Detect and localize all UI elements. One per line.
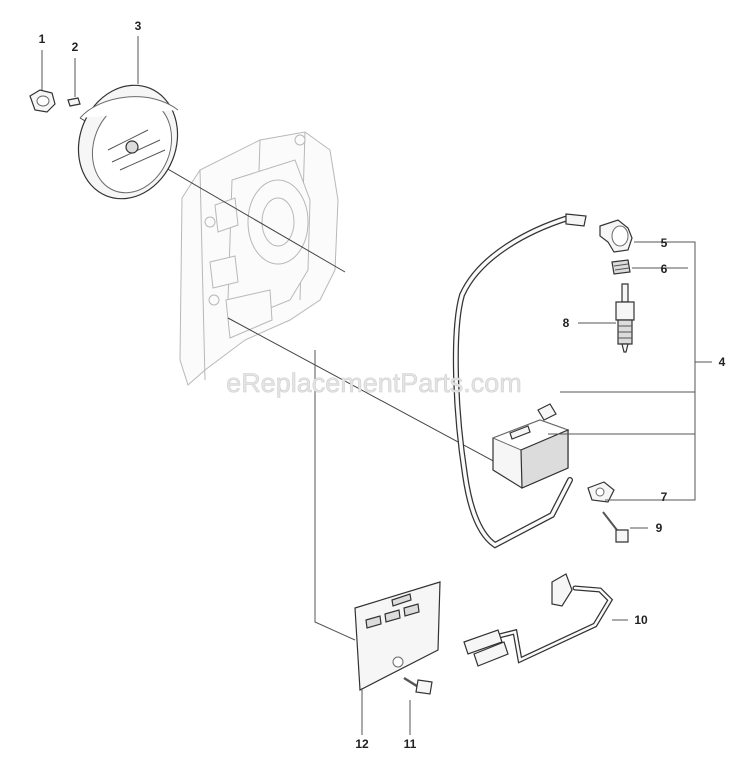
callout-11: 11 xyxy=(404,737,417,751)
part-cover-screw xyxy=(403,676,433,695)
callout-1: 1 xyxy=(39,32,46,46)
part-spark-plug-boot xyxy=(599,219,633,253)
part-spring xyxy=(611,259,631,275)
part-flywheel xyxy=(77,84,179,200)
callout-4: 4 xyxy=(719,355,726,369)
part-ground-clip xyxy=(587,481,615,503)
part-ignition-coil xyxy=(491,403,570,489)
part-key xyxy=(67,97,81,107)
callout-10: 10 xyxy=(634,613,648,627)
crankcase-housing xyxy=(179,131,339,386)
part-ht-lead xyxy=(452,213,587,549)
part-coil-screw xyxy=(602,511,629,543)
watermark-text: eReplacementParts.com xyxy=(226,368,522,398)
callout-7: 7 xyxy=(661,490,668,504)
part-cover-plate xyxy=(354,581,441,691)
part-spark-plug xyxy=(615,283,635,353)
callout-2: 2 xyxy=(72,40,79,54)
callout-9: 9 xyxy=(656,521,663,535)
part-nut xyxy=(29,89,56,113)
callout-12: 12 xyxy=(355,737,369,751)
leader-lines xyxy=(41,36,712,735)
callout-3: 3 xyxy=(135,19,142,33)
callout-6: 6 xyxy=(661,262,668,276)
callout-labels: 1 2 3 4 5 6 7 8 9 10 11 12 xyxy=(39,19,726,751)
callout-8: 8 xyxy=(563,316,570,330)
part-short-circuit-cable xyxy=(463,573,614,667)
callout-5: 5 xyxy=(661,236,668,250)
